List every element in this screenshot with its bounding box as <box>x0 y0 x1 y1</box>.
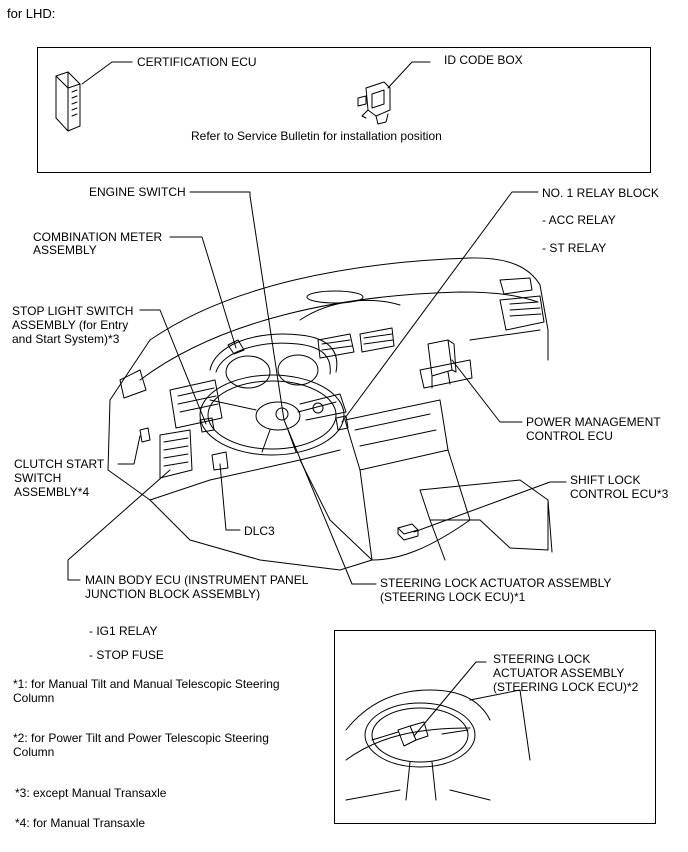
id-code-box-icon <box>357 81 391 125</box>
acc-relay-label: - ACC RELAY <box>542 213 616 227</box>
dashboard-outline <box>107 257 553 571</box>
shift-lock-ecu <box>397 523 419 541</box>
certification-ecu-label: CERTIFICATION ECU <box>137 55 257 69</box>
inset-box <box>334 630 656 824</box>
steering-lock-actuator-label-2: (STEERING LOCK ECU)*1 <box>380 590 526 604</box>
footnote-2: *2: for Power Tilt and Power Telescopic … <box>13 731 269 745</box>
power-management-ecu-label-2: CONTROL ECU <box>526 429 613 443</box>
power-management-ecu <box>427 339 457 389</box>
clutch-start-switch-label-2: SWITCH <box>14 471 62 485</box>
stop-fuse-label: - STOP FUSE <box>89 648 164 662</box>
footnote-4: *4: for Manual Transaxle <box>15 816 146 830</box>
inset-steering-lock-label: STEERING LOCK <box>493 652 591 666</box>
installation-note: Refer to Service Bulletin for installati… <box>191 129 442 143</box>
combination-meter-label: COMBINATION METER <box>33 230 163 244</box>
inset-steering-lock-label-3: (STEERING LOCK ECU)*2 <box>493 680 639 694</box>
page-title: for LHD: <box>7 6 56 21</box>
clutch-start-switch-label: CLUTCH START <box>14 457 105 471</box>
ecu-location-box <box>37 47 651 173</box>
stop-light-switch-label-3: and Start System)*3 <box>12 332 120 346</box>
ig1-relay-label: - IG1 RELAY <box>89 624 158 638</box>
no1-relay-block-label: NO. 1 RELAY BLOCK <box>542 186 659 200</box>
power-management-ecu-label: POWER MANAGEMENT <box>526 415 661 429</box>
footnote-1-cont: Column <box>13 691 55 705</box>
footnote-2-cont: Column <box>13 745 55 759</box>
stop-light-switch-label-2: ASSEMBLY (for Entry <box>12 318 129 332</box>
steering-lock-actuator-label: STEERING LOCK ACTUATOR ASSEMBLY <box>380 576 612 590</box>
leader-lines <box>67 191 567 585</box>
footnote-1: *1: for Manual Tilt and Manual Telescopi… <box>13 677 280 691</box>
engine-switch-label: ENGINE SWITCH <box>89 185 186 199</box>
shift-lock-ecu-label: SHIFT LOCK <box>570 473 641 487</box>
dlc3-label: DLC3 <box>244 524 275 538</box>
main-body-ecu-label: MAIN BODY ECU (INSTRUMENT PANEL <box>85 573 309 587</box>
footnote-3: *3: except Manual Transaxle <box>15 786 167 800</box>
combination-meter <box>209 333 338 389</box>
certification-ecu-icon <box>55 71 81 132</box>
clutch-start-switch-label-3: ASSEMBLY*4 <box>14 485 90 499</box>
shift-lock-ecu-label-2: CONTROL ECU*3 <box>570 487 669 501</box>
id-code-box-label: ID CODE BOX <box>444 53 523 67</box>
combination-meter-label-2: ASSEMBLY <box>33 243 97 257</box>
main-body-ecu-label-2: JUNCTION BLOCK ASSEMBLY) <box>85 587 261 601</box>
relay-block <box>335 415 349 431</box>
steering-wheel <box>199 374 347 456</box>
st-relay-label: - ST RELAY <box>542 241 607 255</box>
inset-steering-lock-label-2: ACTUATOR ASSEMBLY <box>493 666 625 680</box>
stop-light-switch-label: STOP LIGHT SWITCH <box>12 304 134 318</box>
inset-steering-illustration <box>345 661 531 801</box>
pedal-area <box>139 417 229 479</box>
